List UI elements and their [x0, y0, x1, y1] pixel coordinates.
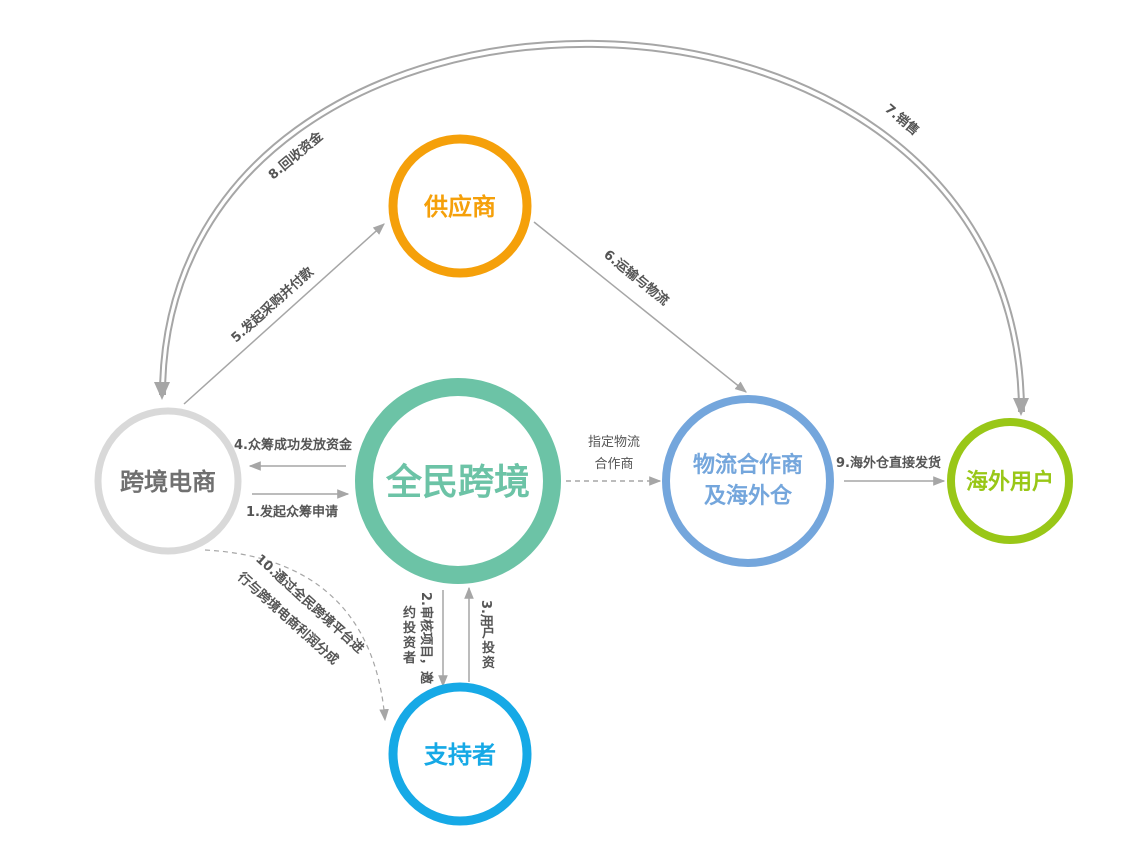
label-release-funds: 4.众筹成功发放资金 — [234, 437, 353, 453]
label-invest-rest: 户 投 资 — [482, 625, 500, 671]
arc-arrow-left — [154, 382, 170, 400]
label-review-line2: 约 投 资 者 — [402, 605, 421, 666]
label-review-char-1: 约 — [403, 605, 416, 621]
label-logistics: 6.运输与物流 — [600, 247, 671, 309]
node-supplier: 供应商 — [388, 134, 532, 278]
overseas-user-label: 海外用户 — [966, 469, 1054, 495]
label-invest: 3.用 — [478, 600, 493, 627]
arc-sales-inner — [164, 45, 1020, 413]
label-review-line1: 2.审核项目，邀 — [418, 592, 434, 684]
supplier-label: 供应商 — [423, 193, 496, 221]
node-cross-border: 跨境电商 — [94, 407, 242, 555]
logistics-label-line1: 物流合作商 — [693, 452, 803, 478]
label-revenue: 8.回收资金 — [265, 128, 327, 183]
logistics-label-line2: 及海外仓 — [704, 483, 793, 509]
label-review-char-4: 者 — [402, 650, 416, 666]
platform-label: 全民跨境 — [385, 461, 530, 503]
node-supporter: 支持者 — [388, 682, 532, 826]
arrow-purchase — [183, 223, 385, 405]
label-designated-1: 指定物流 — [588, 435, 640, 450]
label-designated-2: 合作商 — [594, 457, 633, 472]
arrow-logistics — [533, 221, 747, 393]
arc-sales-outer — [159, 39, 1025, 413]
label-invest-char-2: 投 — [482, 640, 495, 656]
node-platform: 全民跨境 — [355, 378, 561, 584]
cross-border-label: 跨境电商 — [120, 468, 216, 496]
label-invest-char-1: 户 — [482, 625, 495, 641]
label-ship: 9.海外仓直接发货 — [836, 455, 941, 471]
label-purchase: 5.发起采购并付款 — [228, 263, 317, 346]
label-apply: 1.发起众筹申请 — [246, 504, 338, 520]
arc-arrow-right — [1013, 398, 1029, 416]
label-review-char-3: 资 — [403, 635, 416, 651]
label-review-char-2: 投 — [403, 620, 416, 636]
node-overseas-user: 海外用户 — [947, 418, 1073, 544]
supporter-label: 支持者 — [424, 741, 496, 769]
node-logistics: 物流合作商 及海外仓 — [662, 395, 834, 567]
label-invest-char-3: 资 — [482, 655, 495, 671]
arrow-profit-share — [204, 549, 389, 722]
